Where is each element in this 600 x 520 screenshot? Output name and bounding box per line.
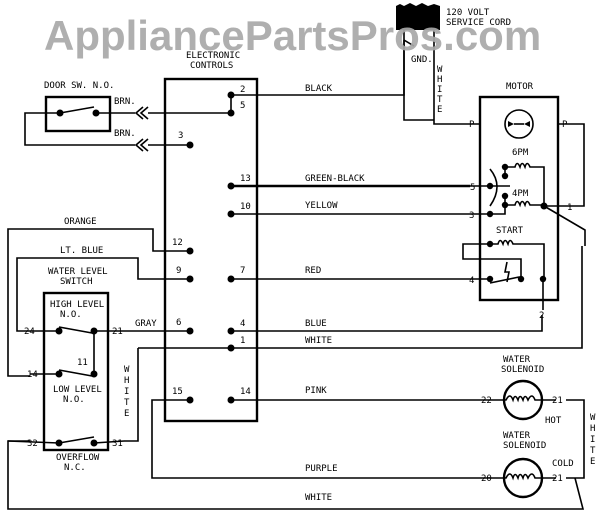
cold-terminal-21: 21 xyxy=(552,474,563,484)
door-switch-box xyxy=(44,95,112,133)
cold-solenoid-title-2: SOLENOID xyxy=(503,441,546,451)
motor-terminal-5: 5 xyxy=(470,183,475,193)
terminal-7: 7 xyxy=(240,266,245,276)
wires: BLACK GREEN-BLACK YELLOW RED BLUE WHITE … xyxy=(7,40,585,510)
cold-water-solenoid: WATER SOLENOID 20 21 COLD xyxy=(478,431,574,499)
wire-label-purple: PURPLE xyxy=(305,464,338,474)
wire-label-white-mid: WHITE xyxy=(305,336,332,346)
hot-solenoid-title-2: SOLENOID xyxy=(501,365,544,375)
wire-label-lt-blue: LT. BLUE xyxy=(60,246,103,256)
high-level-label: HIGH LEVEL xyxy=(50,300,104,310)
motor-terminal-2: 2 xyxy=(539,311,544,321)
wire-label-green-black: GREEN-BLACK xyxy=(305,174,365,184)
winding-6pm-label: 6PM xyxy=(512,148,529,158)
electronic-controls: ELECTRONIC CONTROLS xyxy=(163,51,259,423)
switch-terminal-11: 11 xyxy=(77,358,88,368)
terminal-4: 4 xyxy=(240,319,245,329)
motor-p-left: P xyxy=(469,120,475,130)
connector-icon xyxy=(134,138,149,152)
motor-terminal-4: 4 xyxy=(469,276,474,286)
motor-protector-icon xyxy=(504,109,534,139)
cord-plug-icon xyxy=(396,3,440,30)
wls-title-1: WATER LEVEL xyxy=(48,267,108,277)
low-level-label: LOW LEVEL xyxy=(53,385,102,395)
water-level-switch: WATER LEVEL SWITCH HIGH LEVEL N.O. 24 21… xyxy=(7,267,125,473)
terminal-10: 10 xyxy=(240,202,251,212)
terminal-9: 9 xyxy=(176,266,181,276)
cold-tag: COLD xyxy=(552,459,574,469)
high-level-no: N.O. xyxy=(60,310,82,320)
motor-terminal-3: 3 xyxy=(469,211,474,221)
terminal-14: 14 xyxy=(240,387,251,397)
brn-label-1: BRN. xyxy=(114,97,136,107)
terminal-1: 1 xyxy=(240,336,245,346)
wire-lt-blue xyxy=(16,257,190,332)
low-level-no: N.O. xyxy=(63,395,85,405)
terminal-12: 12 xyxy=(172,238,183,248)
cold-terminal-20: 20 xyxy=(481,474,492,484)
door-switch: DOOR SW. N.O. BRN. BRN. xyxy=(24,81,231,152)
wire-label-orange: ORANGE xyxy=(64,217,97,227)
wire-white-bottom xyxy=(7,440,585,510)
switch-terminal-21: 21 xyxy=(112,327,123,337)
terminal-6: 6 xyxy=(176,318,181,328)
wire-blue xyxy=(231,315,543,332)
wire-label-white-bottom: WHITE xyxy=(305,493,332,503)
cord-label-2: SERVICE CORD xyxy=(446,18,511,28)
wire-label-yellow: YELLOW xyxy=(305,201,338,211)
wire-purple xyxy=(151,399,478,479)
wire-white-left xyxy=(124,348,139,442)
start-winding-label: START xyxy=(496,226,524,236)
terminal-13: 13 xyxy=(240,174,251,184)
controls-title-1: ELECTRONIC xyxy=(186,51,240,61)
cord-label-1: 120 VOLT xyxy=(446,8,490,18)
hot-terminal-21: 21 xyxy=(552,396,563,406)
terminal-3: 3 xyxy=(178,131,183,141)
hot-solenoid-title-1: WATER xyxy=(503,355,531,365)
terminal-5: 5 xyxy=(240,101,245,111)
wire-label-black: BLACK xyxy=(305,84,333,94)
hot-terminal-22: 22 xyxy=(481,396,492,406)
hot-water-solenoid: WATER SOLENOID 22 21 HOT xyxy=(478,355,585,479)
wire-white-mid xyxy=(138,246,583,349)
overflow-label: OVERFLOW xyxy=(56,453,100,463)
control-terminals: 2 5 3 13 10 12 9 7 6 4 1 15 14 xyxy=(172,85,251,404)
motor-title: MOTOR xyxy=(506,82,534,92)
watermark: AppliancePartsPros.com xyxy=(44,12,541,59)
connector-icon xyxy=(134,106,149,120)
wire-label-red: RED xyxy=(305,266,321,276)
door-switch-label: DOOR SW. N.O. xyxy=(44,81,114,91)
terminal-2: 2 xyxy=(240,85,245,95)
wire-label-blue: BLUE xyxy=(305,319,327,329)
wire-label-pink: PINK xyxy=(305,386,327,396)
wire-black xyxy=(231,40,405,96)
wire-orange xyxy=(7,228,190,377)
winding-4pm-label: 4PM xyxy=(512,189,529,199)
wire-label-gray: GRAY xyxy=(135,319,157,329)
switch-terminal-14: 14 xyxy=(27,370,38,380)
switch-terminal-31: 31 xyxy=(112,439,123,449)
hot-tag: HOT xyxy=(545,416,562,426)
cold-solenoid-title-1: WATER xyxy=(503,431,531,441)
motor-p-right: P xyxy=(562,120,568,130)
controls-box xyxy=(163,77,259,423)
terminal-15: 15 xyxy=(172,387,183,397)
motor-terminal-1: 1 xyxy=(567,203,572,213)
brn-label-2: BRN. xyxy=(114,129,136,139)
switch-terminal-32: 32 xyxy=(27,439,38,449)
ground-label: GND. xyxy=(411,55,433,65)
switch-terminal-24: 24 xyxy=(24,327,35,337)
overflow-nc: N.C. xyxy=(64,463,86,473)
controls-title-2: CONTROLS xyxy=(190,61,233,71)
wls-title-2: SWITCH xyxy=(60,277,93,287)
motor-box xyxy=(478,95,560,302)
wls-box xyxy=(42,291,110,452)
centrifugal-switch-icon xyxy=(504,261,510,283)
motor: MOTOR P P 6PM 5 4PM 1 3 START xyxy=(433,82,586,321)
